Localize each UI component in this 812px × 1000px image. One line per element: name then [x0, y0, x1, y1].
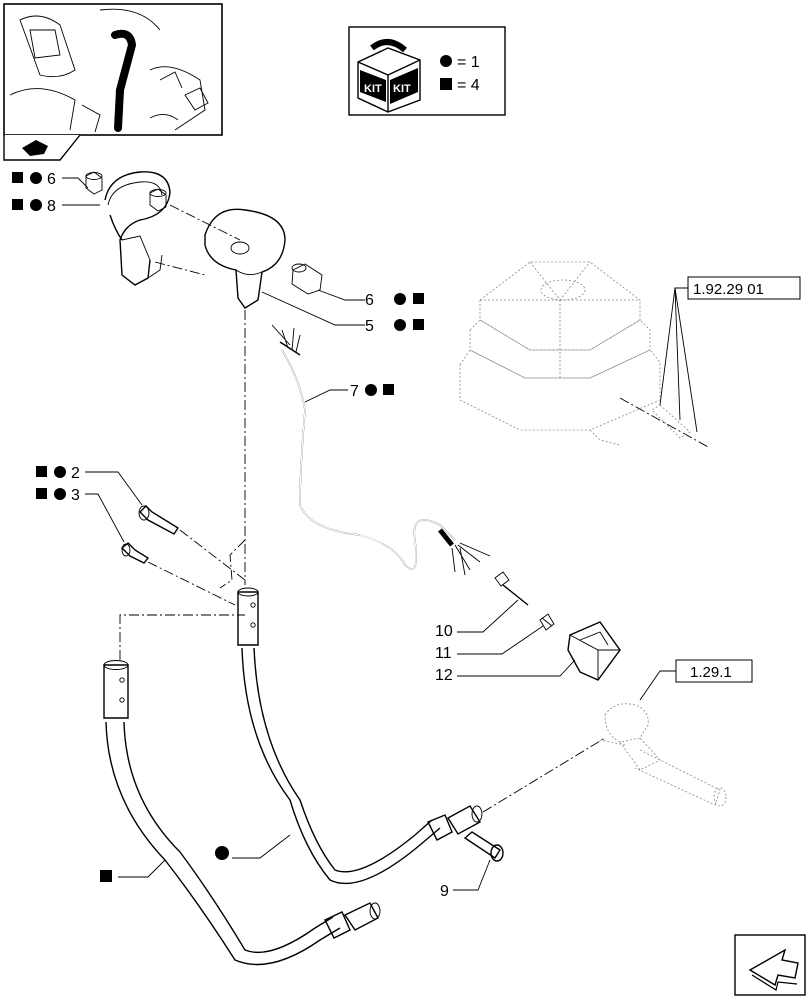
- shaft-reference-ghost: [599, 703, 727, 807]
- lever-square-variant[interactable]: [103, 660, 381, 966]
- lever-circle-variant[interactable]: [237, 587, 483, 885]
- kit-text-right: KIT: [393, 83, 411, 95]
- svg-text:8: 8: [47, 198, 56, 215]
- svg-text:3: 3: [71, 487, 80, 504]
- label-6-top: 6: [12, 171, 89, 189]
- axis-knob-lower: [154, 261, 206, 276]
- label-7: 7: [304, 383, 394, 403]
- square-symbol-icon: [12, 199, 23, 210]
- svg-text:12: 12: [435, 667, 453, 684]
- screw-part-9[interactable]: [463, 831, 504, 862]
- kit-box-icon: KIT KIT: [357, 39, 421, 113]
- knob-part-5[interactable]: [204, 208, 286, 309]
- svg-text:9: 9: [440, 883, 449, 900]
- boot-reference-ghost: [459, 261, 711, 449]
- label-10: 10: [435, 599, 519, 640]
- axis-screw-2: [179, 529, 246, 581]
- kit-text-left: KIT: [364, 83, 382, 95]
- legend-square-text: = 4: [457, 77, 480, 94]
- label-9: 9: [440, 859, 491, 900]
- square-symbol-icon: [383, 384, 394, 395]
- label-2: 2: [36, 465, 143, 506]
- axis-knob-cover: [169, 204, 241, 241]
- knob-cover-part-8[interactable]: [104, 171, 171, 286]
- axis-screw-3: [147, 561, 236, 606]
- circle-symbol-icon: [440, 55, 452, 67]
- circle-symbol-icon: [365, 384, 377, 396]
- label-3: 3: [36, 487, 125, 543]
- square-symbol-icon: [413, 293, 424, 304]
- terminal-part-10[interactable]: [494, 571, 529, 606]
- reference-1-29-1[interactable]: 1.29.1: [639, 659, 753, 701]
- label-8: 8: [12, 198, 100, 215]
- screw-part-2[interactable]: [138, 505, 179, 535]
- svg-text:6: 6: [365, 292, 374, 309]
- square-symbol-icon: [36, 466, 47, 477]
- svg-text:1.92.29 01: 1.92.29 01: [693, 281, 764, 298]
- square-symbol-icon: [440, 78, 452, 90]
- square-symbol-icon: [12, 172, 23, 183]
- label-12: 12: [435, 659, 576, 684]
- circle-symbol-icon: [215, 846, 229, 860]
- square-symbol-icon: [100, 870, 112, 882]
- spring-part-11[interactable]: [539, 613, 555, 631]
- next-page-arrow-icon[interactable]: [734, 934, 806, 996]
- location-thumbnail[interactable]: [3, 3, 223, 161]
- circle-symbol-icon: [394, 293, 406, 305]
- svg-text:1.29.1: 1.29.1: [690, 664, 732, 681]
- legend-circle-text: = 1: [457, 54, 480, 71]
- kit-legend: KIT KIT = 1 = 4: [348, 26, 506, 116]
- axis-left-lever: [119, 614, 245, 660]
- circle-symbol-icon: [30, 199, 42, 211]
- axis-lever-to-shaft: [482, 737, 606, 813]
- square-symbol-icon: [413, 319, 424, 330]
- circle-symbol-icon: [30, 172, 42, 184]
- svg-text:7: 7: [350, 383, 359, 400]
- svg-text:10: 10: [435, 623, 453, 640]
- screw-part-3[interactable]: [120, 542, 150, 564]
- wire-harness-part-7[interactable]: [271, 324, 491, 576]
- connector-part-12[interactable]: [567, 621, 621, 681]
- circle-symbol-icon: [54, 466, 66, 478]
- label-square-lever: [100, 859, 166, 882]
- label-6-right: 6: [317, 289, 424, 309]
- circle-symbol-icon: [394, 319, 406, 331]
- circle-symbol-icon: [54, 488, 66, 500]
- label-5: 5: [261, 291, 424, 335]
- reference-1-92-29-01[interactable]: 1.92.29 01: [659, 276, 801, 433]
- plug-part-6-right[interactable]: [291, 263, 323, 295]
- plug-part-6-top[interactable]: [85, 171, 103, 195]
- svg-text:2: 2: [71, 465, 80, 482]
- label-circle-lever: [215, 834, 291, 860]
- label-11: 11: [435, 625, 544, 662]
- plug-part-6-inner[interactable]: [149, 188, 167, 212]
- svg-text:5: 5: [365, 318, 374, 335]
- svg-text:11: 11: [435, 645, 452, 662]
- svg-text:6: 6: [47, 171, 56, 188]
- square-symbol-icon: [36, 488, 47, 499]
